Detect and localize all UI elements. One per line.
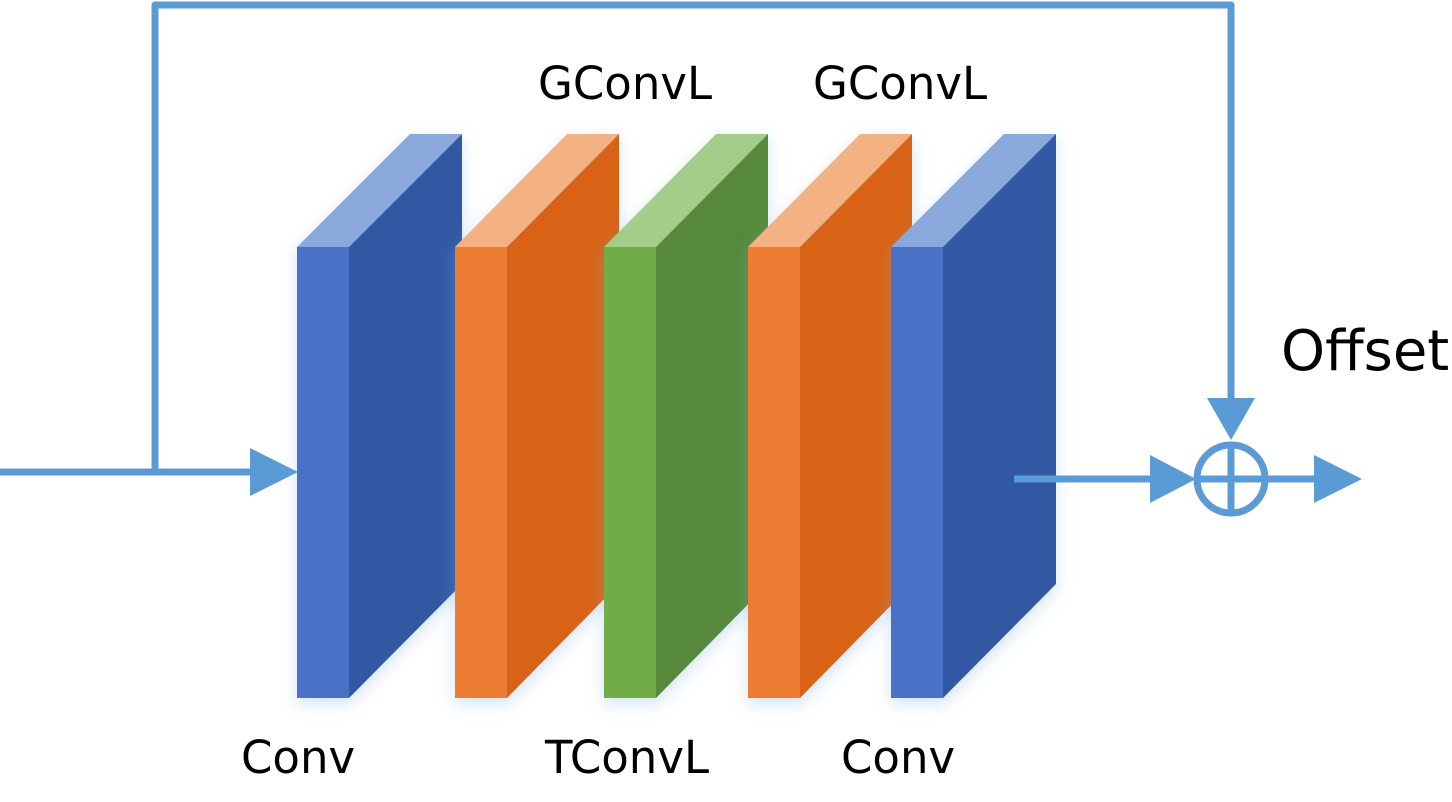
gconvl-layer-left [455,134,619,698]
label-gconvl-left: GConvL [538,57,712,110]
conv-right-top [891,134,1056,247]
conv-right-front [891,247,943,698]
skip-arrowhead [1207,398,1255,440]
gconvl-left-side [507,134,619,698]
conv-layer-left [297,134,462,698]
adder-icon [1193,441,1269,517]
gconvl-left-front [455,247,507,698]
gconvl-right-top [748,134,912,247]
conv-left-front [297,247,349,698]
gconvl-right-front [748,247,800,698]
conv-left-side [349,134,462,698]
tconvl-side [656,134,768,698]
output-arrowhead [1150,455,1196,503]
label-conv-left: Conv [241,731,355,784]
gconvl-layer-right [748,134,912,698]
input-arrowhead [250,448,298,496]
gconvl-right-side [800,134,912,698]
label-offset: Offset [1281,319,1449,384]
gconvl-left-top [455,134,619,247]
conv-left-top [297,134,462,247]
tconvl-layer [604,134,768,698]
tconvl-top [604,134,768,247]
label-tconvl: TConvL [544,731,709,784]
label-conv-right: Conv [841,731,955,784]
label-gconvl-right: GConvL [813,57,987,110]
conv-right-side [943,134,1056,698]
tconvl-front [604,247,656,698]
final-arrowhead [1314,455,1362,503]
skip-connection-line [0,1,1235,476]
conv-layer-right [891,134,1056,698]
